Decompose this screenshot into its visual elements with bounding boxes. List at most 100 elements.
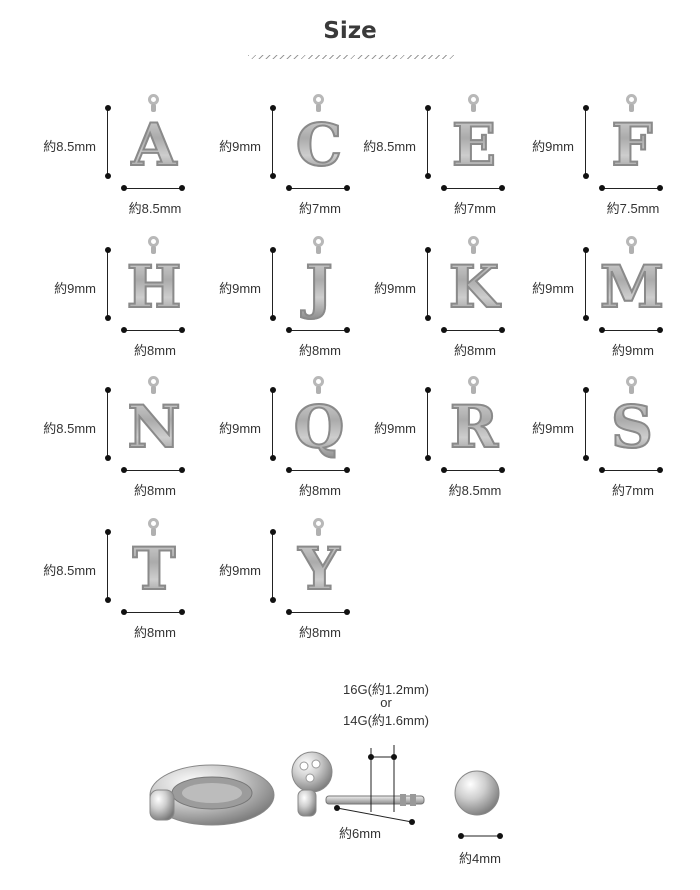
width-dot-left bbox=[599, 467, 605, 473]
width-dimension-line bbox=[289, 470, 347, 471]
width-dot-left bbox=[286, 185, 292, 191]
width-dimension-line bbox=[602, 330, 660, 331]
height-label: 約9mm bbox=[219, 281, 261, 296]
charm-y: Y bbox=[279, 514, 359, 606]
height-dimension-line bbox=[585, 390, 586, 460]
bail-icon bbox=[316, 104, 321, 112]
height-dot-bottom bbox=[425, 455, 431, 461]
height-dot-top bbox=[105, 529, 111, 535]
width-dimension-line bbox=[602, 188, 660, 189]
bail-icon bbox=[471, 246, 476, 254]
charm-j: J bbox=[279, 232, 359, 324]
height-dot-top bbox=[583, 105, 589, 111]
width-dot-right bbox=[344, 185, 350, 191]
width-dot-right bbox=[179, 327, 185, 333]
width-label: 約7mm bbox=[612, 483, 654, 498]
height-label: 約8.5mm bbox=[363, 139, 416, 154]
width-dot-left bbox=[441, 467, 447, 473]
height-dot-bottom bbox=[270, 315, 276, 321]
height-dot-top bbox=[105, 247, 111, 253]
jump-ring-icon bbox=[468, 376, 479, 387]
charm-letter: M bbox=[592, 252, 672, 322]
bail-icon bbox=[151, 104, 156, 112]
width-dot-left bbox=[599, 327, 605, 333]
height-dimension-line bbox=[272, 390, 273, 460]
bail-icon bbox=[151, 386, 156, 394]
width-dot-right bbox=[344, 327, 350, 333]
height-dimension-line bbox=[107, 532, 108, 602]
bail-icon bbox=[151, 528, 156, 536]
charm-letter: C bbox=[279, 110, 359, 180]
height-label: 約9mm bbox=[219, 421, 261, 436]
pendant-charm bbox=[149, 764, 275, 826]
charm-letter: J bbox=[279, 252, 359, 322]
width-label: 約8mm bbox=[454, 343, 496, 358]
gauge-or: or bbox=[380, 695, 392, 710]
width-label: 約7.5mm bbox=[606, 201, 660, 216]
height-dot-top bbox=[270, 529, 276, 535]
width-dimension-line bbox=[444, 470, 502, 471]
height-dot-bottom bbox=[270, 597, 276, 603]
jump-ring-icon bbox=[626, 94, 637, 105]
width-dot-right bbox=[344, 467, 350, 473]
charm-letter: S bbox=[592, 392, 672, 462]
height-dot-bottom bbox=[425, 173, 431, 179]
width-dot-left bbox=[121, 609, 127, 615]
height-dot-bottom bbox=[270, 455, 276, 461]
jump-ring-icon bbox=[626, 236, 637, 247]
height-dimension-line bbox=[107, 250, 108, 320]
charm-a: A bbox=[114, 90, 194, 182]
height-dimension-line bbox=[427, 108, 428, 178]
barbell-shaft bbox=[325, 795, 425, 805]
charm-letter: E bbox=[434, 110, 514, 180]
width-label: 約8.5mm bbox=[448, 483, 502, 498]
charm-m: M bbox=[592, 232, 672, 324]
jump-ring-icon bbox=[468, 94, 479, 105]
bail-icon bbox=[471, 386, 476, 394]
bail-icon bbox=[316, 386, 321, 394]
width-dot-left bbox=[121, 327, 127, 333]
height-dimension-line bbox=[272, 250, 273, 320]
width-dot-left bbox=[286, 467, 292, 473]
width-label: 約8.5mm bbox=[128, 201, 182, 216]
charm-h: H bbox=[114, 232, 194, 324]
height-dot-bottom bbox=[583, 173, 589, 179]
jump-ring-icon bbox=[148, 376, 159, 387]
charm-letter: K bbox=[434, 252, 514, 322]
gauge-14g: 14G(約1.6mm) bbox=[343, 713, 429, 728]
charm-letter: Q bbox=[279, 392, 359, 462]
height-dimension-line bbox=[107, 108, 108, 178]
width-dimension-line bbox=[289, 612, 347, 613]
charm-f: F bbox=[592, 90, 672, 182]
height-label: 約9mm bbox=[532, 421, 574, 436]
jump-ring-icon bbox=[313, 518, 324, 529]
width-dimension-line bbox=[602, 470, 660, 471]
charm-t: T bbox=[114, 514, 194, 606]
jump-ring-icon bbox=[148, 236, 159, 247]
height-dimension-line bbox=[427, 390, 428, 460]
width-dot-left bbox=[286, 327, 292, 333]
charm-c: C bbox=[279, 90, 359, 182]
width-label: 約8mm bbox=[134, 483, 176, 498]
width-dot-left bbox=[286, 609, 292, 615]
width-dot-right bbox=[657, 327, 663, 333]
height-dot-bottom bbox=[425, 315, 431, 321]
width-dot-left bbox=[121, 467, 127, 473]
width-dot-left bbox=[441, 185, 447, 191]
top-ball bbox=[291, 751, 333, 817]
charm-k: K bbox=[434, 232, 514, 324]
charm-letter: Y bbox=[279, 534, 359, 604]
height-dot-top bbox=[425, 105, 431, 111]
height-dimension-line bbox=[427, 250, 428, 320]
shaft-dimension-line bbox=[336, 807, 413, 823]
width-dot-right bbox=[499, 467, 505, 473]
jump-ring-icon bbox=[313, 236, 324, 247]
bail-icon bbox=[316, 528, 321, 536]
width-dimension-line bbox=[124, 330, 182, 331]
